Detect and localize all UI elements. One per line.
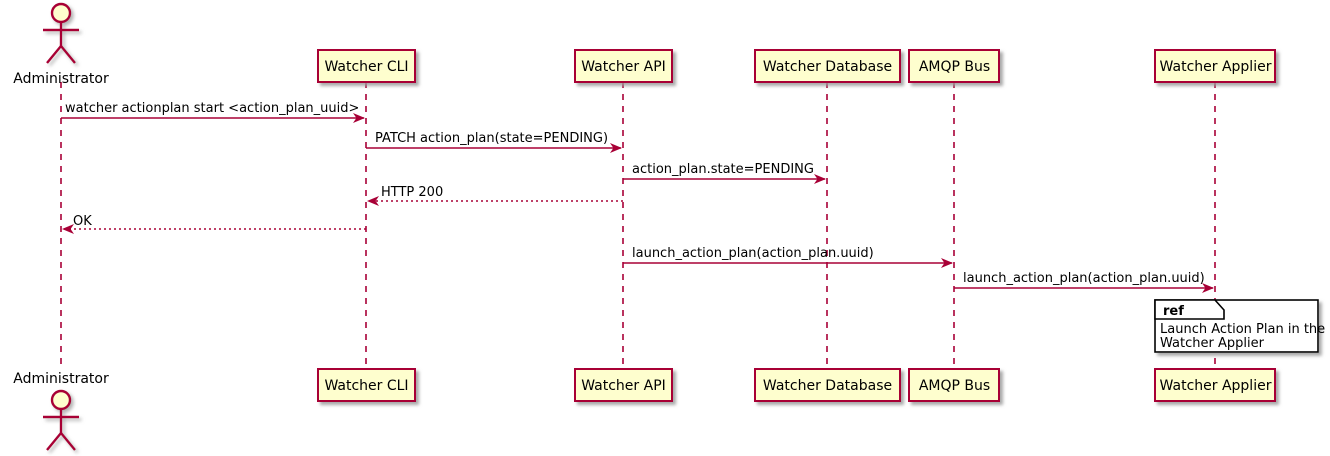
participant-top-amqp-bus[interactable]: AMQP Bus	[908, 49, 1000, 83]
ref-fragment-launch-action-plan[interactable]: ref Launch Action Plan in the Watcher Ap…	[1154, 299, 1325, 353]
participant-box[interactable]	[574, 368, 673, 402]
actor-top-administrator[interactable]: Administrator	[13, 2, 109, 87]
participant-label: Watcher CLI	[324, 59, 408, 75]
participant-bottom-watcher-database[interactable]: Watcher Database	[754, 368, 901, 402]
participant-label: Watcher Database	[763, 59, 892, 75]
message-label: OK	[73, 214, 92, 229]
ref-body-line-1: Launch Action Plan in the	[1160, 322, 1325, 337]
participant-top-watcher-database[interactable]: Watcher Database	[754, 49, 901, 83]
actor-figure-icon	[43, 2, 79, 64]
participant-label: Watcher API	[581, 59, 666, 75]
message-ok[interactable]: OK	[62, 214, 366, 234]
participant-box[interactable]	[1154, 49, 1276, 83]
actor-bottom-administrator[interactable]: Administrator	[13, 371, 109, 451]
participant-box[interactable]	[574, 49, 673, 83]
participant-box[interactable]	[754, 49, 901, 83]
participant-label: Watcher CLI	[324, 378, 408, 394]
message-label: launch_action_plan(action_plan.uuid)	[963, 271, 1205, 286]
lifelines-group	[60, 82, 1216, 369]
participants-top-group: Watcher CLI Watcher API Watcher Database…	[317, 49, 1276, 83]
participant-label: Watcher Database	[763, 378, 892, 394]
participant-box[interactable]	[908, 49, 1000, 83]
participant-label: Watcher API	[581, 378, 666, 394]
participant-bottom-watcher-cli[interactable]: Watcher CLI	[317, 368, 416, 402]
message-label: PATCH action_plan(state=PENDING)	[375, 131, 608, 146]
participant-box[interactable]	[908, 368, 1000, 402]
message-launch-action-plan-amqp[interactable]: launch_action_plan(action_plan.uuid)	[623, 246, 953, 268]
ref-tag-label: ref	[1163, 304, 1184, 319]
messages-group: watcher actionplan start <action_plan_uu…	[61, 101, 1214, 293]
participant-label: Watcher Applier	[1160, 59, 1272, 75]
message-http-200[interactable]: HTTP 200	[367, 185, 623, 206]
participant-bottom-amqp-bus[interactable]: AMQP Bus	[908, 368, 1000, 402]
message-action-plan-state-pending[interactable]: action_plan.state=PENDING	[623, 162, 826, 184]
message-label: action_plan.state=PENDING	[632, 162, 814, 177]
message-launch-action-plan-applier[interactable]: launch_action_plan(action_plan.uuid)	[954, 271, 1214, 293]
participant-top-watcher-applier[interactable]: Watcher Applier	[1154, 49, 1276, 83]
participant-label: AMQP Bus	[919, 378, 990, 394]
participant-box[interactable]	[317, 49, 416, 83]
participant-bottom-watcher-applier[interactable]: Watcher Applier	[1154, 368, 1276, 402]
message-label: HTTP 200	[381, 185, 443, 200]
ref-tab-shape	[1154, 299, 1225, 320]
actor-figure-icon	[43, 389, 79, 451]
participant-bottom-watcher-api[interactable]: Watcher API	[574, 368, 673, 402]
participant-box[interactable]	[317, 368, 416, 402]
participant-label: AMQP Bus	[919, 59, 990, 75]
participant-top-watcher-cli[interactable]: Watcher CLI	[317, 49, 416, 83]
participant-top-watcher-api[interactable]: Watcher API	[574, 49, 673, 83]
participants-bottom-group: Watcher CLI Watcher API Watcher Database…	[317, 368, 1276, 402]
actor-label: Administrator	[13, 371, 109, 387]
participant-label: Watcher Applier	[1160, 378, 1272, 394]
participant-box[interactable]	[754, 368, 901, 402]
message-patch-action-plan[interactable]: PATCH action_plan(state=PENDING)	[366, 131, 622, 153]
actor-label: Administrator	[13, 71, 109, 87]
message-watcher-actionplan-start[interactable]: watcher actionplan start <action_plan_uu…	[61, 101, 365, 123]
message-label: watcher actionplan start <action_plan_uu…	[65, 101, 359, 116]
message-label: launch_action_plan(action_plan.uuid)	[632, 246, 874, 261]
participant-box[interactable]	[1154, 368, 1276, 402]
ref-body-line-2: Watcher Applier	[1160, 336, 1265, 351]
